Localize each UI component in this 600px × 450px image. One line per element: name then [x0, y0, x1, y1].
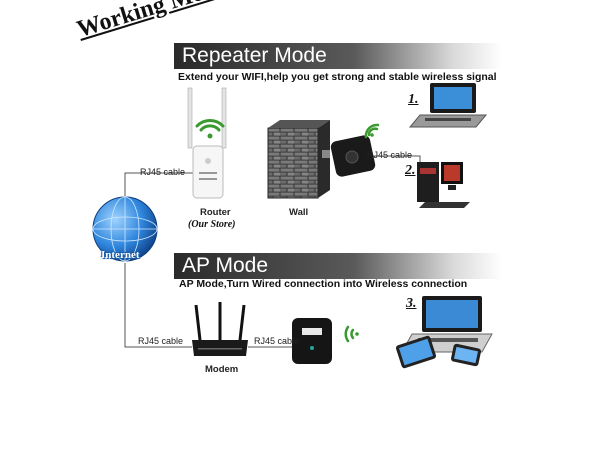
cable-label-internet-modem: RJ45 cable: [138, 336, 184, 346]
ap-mode-heading: AP Mode: [174, 253, 502, 279]
repeater-mode-subtitle: Extend your WIFI,help you get strong and…: [178, 71, 497, 83]
repeater-device: [322, 135, 376, 177]
cable-label-internet-router: RJ45 cable: [140, 167, 186, 177]
repeater-mode-heading: Repeater Mode: [174, 43, 502, 69]
desktop-pc-device: [417, 162, 470, 208]
wall-image: [267, 120, 330, 199]
router-device: [187, 87, 227, 199]
ap-device: [292, 318, 332, 364]
store-label: (Our Store): [188, 219, 236, 230]
device-number-3: 3.: [406, 296, 417, 311]
device-number-2: 2.: [405, 163, 416, 178]
cable-internet-router: [124, 172, 196, 196]
laptop-device-1: [408, 83, 488, 128]
ap-mode-subtitle: AP Mode,Turn Wired connection into Wirel…: [179, 278, 468, 290]
device-number-1: 1.: [408, 92, 419, 107]
cable-label-repeater-pc: RJ45 cable: [367, 150, 413, 160]
internet-label: Internet: [101, 249, 140, 261]
wall-label: Wall: [289, 207, 309, 218]
wifi-icon-router: [195, 119, 225, 139]
phone-device: [450, 343, 482, 367]
internet-globe: [92, 196, 158, 262]
cable-internet-modem: [124, 263, 192, 348]
modem-label: Modem: [205, 364, 239, 375]
modem-device: [192, 302, 248, 356]
wifi-icon-ap: [344, 325, 359, 343]
tablet-device: [395, 335, 437, 369]
wifi-icon-repeater: [364, 123, 380, 139]
cable-label-modem-ap: RJ45 cable: [254, 336, 300, 346]
router-label: Router: [200, 207, 231, 218]
